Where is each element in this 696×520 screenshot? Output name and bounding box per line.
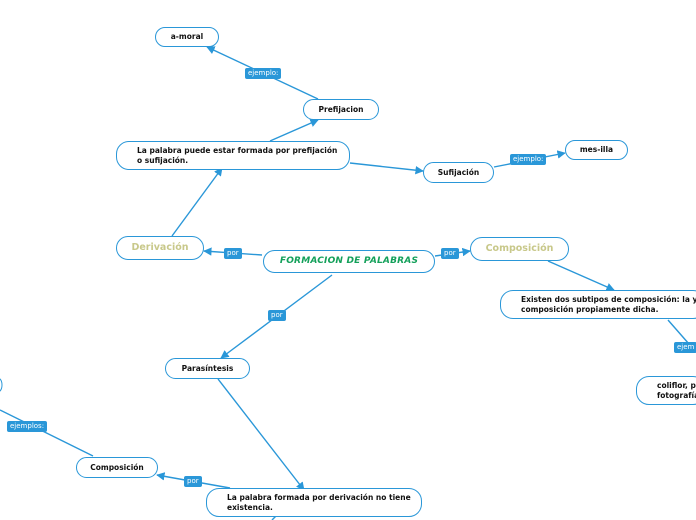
- derivacion-node[interactable]: Derivación: [116, 236, 204, 260]
- tag-ejemplo-amoral: ejemplo:: [245, 68, 282, 79]
- amoral-label: a-moral: [170, 32, 204, 42]
- tag-ejemplo-mesilla: ejemplo:: [510, 154, 547, 165]
- composicion-label: Composición: [485, 243, 554, 255]
- offscreen-node-edge: [0, 378, 3, 392]
- derivacion-label: Derivación: [131, 242, 189, 254]
- tag-por-derivacion: por: [224, 248, 242, 259]
- parasintesis-definition-label: La palabra formada por derivación no tie…: [227, 493, 411, 512]
- mesilla-label: mes-illa: [579, 145, 614, 155]
- tag-por-parasintesis: por: [268, 310, 286, 321]
- edge-composicion-offscreen: [0, 409, 94, 457]
- composicion-low-label: Composición: [90, 462, 144, 472]
- ejemplo-composicion-label: coliflor, pa fotografía: [657, 381, 696, 400]
- subtipos-node[interactable]: Existen dos subtipos de composición: la …: [500, 290, 696, 319]
- edge-composicion-subtipos: [547, 260, 615, 291]
- amoral-node[interactable]: a-moral: [155, 27, 219, 47]
- tag-ejemplo-cut: ejem: [674, 342, 696, 353]
- sufijacion-label: Sufijación: [437, 167, 480, 177]
- estructura-node[interactable]: La palabra puede estar formada por prefi…: [116, 141, 350, 170]
- sufijacion-node[interactable]: Sufijación: [423, 162, 494, 183]
- tag-ejemplos-low: ejemplos:: [7, 421, 48, 432]
- composicion-node[interactable]: Composición: [470, 237, 569, 261]
- central-node[interactable]: FORMACION DE PALABRAS: [263, 250, 435, 273]
- composicion-low-node[interactable]: Composición: [76, 457, 158, 478]
- ejemplo-composicion-node[interactable]: coliflor, pa fotografía: [636, 376, 696, 405]
- subtipos-label: Existen dos subtipos de composición: la …: [521, 295, 696, 314]
- prefijacion-label: Prefijacion: [318, 104, 364, 114]
- edge-estructura-prefijacion: [269, 119, 319, 142]
- parasintesis-definition-node[interactable]: La palabra formada por derivación no tie…: [206, 488, 422, 517]
- edge-parasintesis-definicion: [217, 378, 305, 491]
- edge-derivacion-estructura: [171, 167, 223, 237]
- tag-por-composicion: por: [441, 248, 459, 259]
- estructura-label: La palabra puede estar formada por prefi…: [137, 146, 338, 165]
- edge-estructura-sufijacion: [349, 162, 424, 175]
- central-node-label: FORMACION DE PALABRAS: [279, 255, 419, 266]
- parasintesis-node[interactable]: Parasíntesis: [165, 358, 250, 379]
- tag-por-composicion-low: por: [184, 476, 202, 487]
- prefijacion-node[interactable]: Prefijacion: [303, 99, 379, 120]
- mesilla-node[interactable]: mes-illa: [565, 140, 628, 160]
- parasintesis-label: Parasíntesis: [181, 363, 234, 373]
